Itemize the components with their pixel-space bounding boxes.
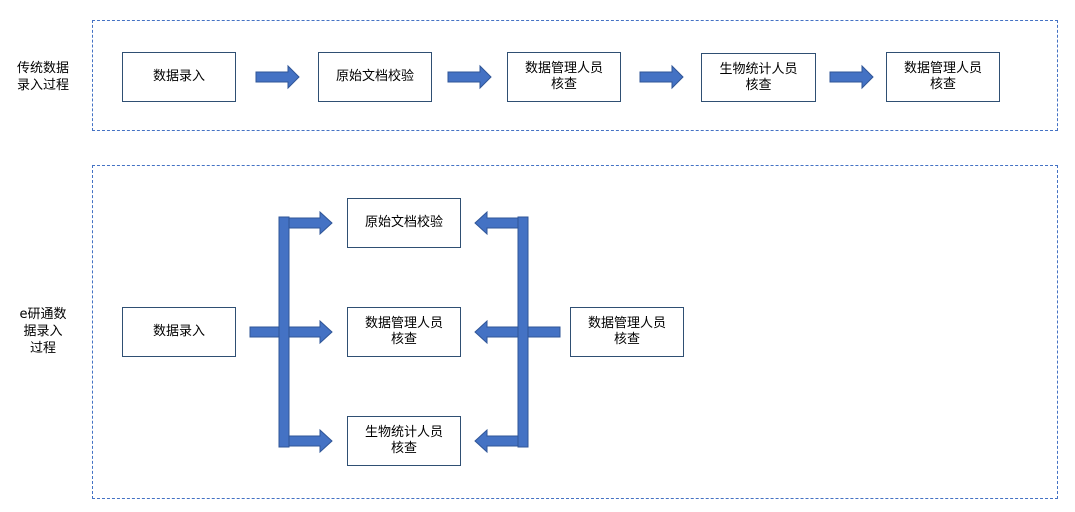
eyantong-check-source-doc: 原始文档校验 — [347, 198, 461, 248]
step-label: 原始文档校验 — [335, 69, 414, 84]
traditional-frame — [92, 20, 1058, 131]
eyantong-section-label: e研通数 据录入 过程 — [8, 306, 78, 357]
step-label: 生物统计人员 — [364, 425, 443, 440]
traditional-step-source-doc-check: 原始文档校验 — [318, 52, 432, 102]
step-label: 数据管理人员 — [587, 316, 666, 331]
traditional-step-biostat-review: 生物统计人员核查 — [701, 53, 816, 102]
step-label: 数据管理人员 — [903, 61, 982, 76]
step-label: 原始文档校验 — [364, 215, 443, 230]
step-label-line2: 核查 — [550, 77, 577, 92]
traditional-step-data-entry: 数据录入 — [122, 52, 236, 102]
eyantong-check-biostat: 生物统计人员核查 — [347, 416, 461, 466]
step-label-line2: 核查 — [390, 332, 417, 347]
step-label: 数据管理人员 — [364, 316, 443, 331]
step-label: 数据管理人员 — [524, 61, 603, 76]
step-label: 生物统计人员 — [719, 61, 798, 77]
step-label: 数据录入 — [152, 324, 205, 339]
eyantong-check-dm: 数据管理人员核查 — [347, 307, 461, 357]
traditional-step-dm-review: 数据管理人员核查 — [507, 52, 621, 102]
traditional-label-line2: 录入过程 — [16, 78, 69, 93]
traditional-section-label: 传统数据 录入过程 — [8, 60, 78, 94]
step-label-line2: 核查 — [929, 77, 956, 92]
eyantong-label-line3: 过程 — [29, 341, 56, 356]
eyantong-label-line2: 据录入 — [23, 324, 63, 339]
traditional-step-dm-final-review: 数据管理人员核查 — [886, 52, 1000, 102]
traditional-label-line1: 传统数据 — [16, 61, 69, 76]
step-label-line2: 核查 — [613, 332, 640, 347]
step-label: 数据录入 — [152, 69, 205, 84]
eyantong-frame — [92, 165, 1058, 499]
step-label-line2: 核查 — [390, 441, 417, 456]
eyantong-input-data-entry: 数据录入 — [122, 307, 236, 357]
eyantong-reviewer-dm: 数据管理人员核查 — [570, 307, 684, 357]
step-label-line2: 核查 — [745, 77, 772, 93]
eyantong-label-line1: e研通数 — [19, 307, 67, 322]
